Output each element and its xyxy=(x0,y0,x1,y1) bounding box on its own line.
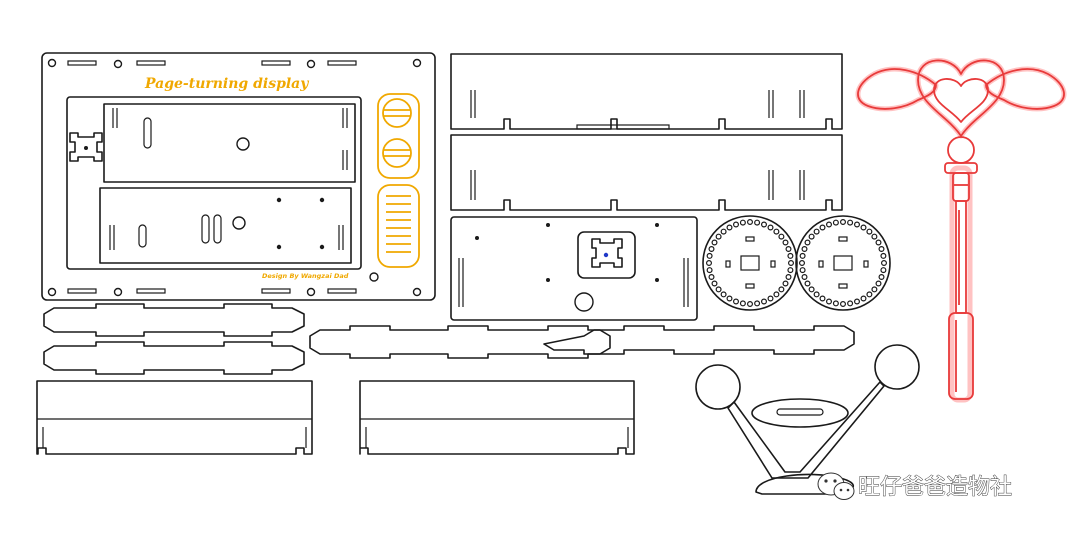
gear-tooth-hole xyxy=(839,219,846,226)
gear-tooth-hole xyxy=(715,233,722,240)
gear-tooth-hole xyxy=(720,228,727,235)
gear-tooth-hole xyxy=(760,298,767,305)
gear-tooth-hole xyxy=(726,295,733,302)
gear-tooth-hole xyxy=(880,267,887,274)
board-title: Page-turning display xyxy=(144,76,309,92)
gear-tooth-hole xyxy=(767,295,774,302)
gear-tooth-hole xyxy=(832,300,839,307)
gear-disc-right xyxy=(795,215,891,311)
gear-tooth-hole xyxy=(732,298,739,305)
main-display-board: Page-turning display xyxy=(41,52,436,301)
bottom-tray-right xyxy=(359,380,635,455)
gear-tooth-hole xyxy=(799,267,806,274)
gear-tooth-hole xyxy=(808,286,815,293)
gear-tooth-hole xyxy=(847,300,854,307)
display-stand xyxy=(695,344,920,495)
gear-tooth-hole xyxy=(871,286,878,293)
gear-tooth-hole xyxy=(801,246,808,253)
interlock-strip-2 xyxy=(43,341,305,375)
gear-tooth-hole xyxy=(825,298,832,305)
gear-tooth-hole xyxy=(853,298,860,305)
gear-tooth-hole xyxy=(819,224,826,231)
rear-panel xyxy=(450,216,698,321)
gear-tooth-hole xyxy=(875,280,882,287)
gear-disc-left xyxy=(702,215,798,311)
gear-tooth-hole xyxy=(860,224,867,231)
gear-tooth-hole xyxy=(785,246,792,253)
gear-tooth-hole xyxy=(878,274,885,281)
gear-tooth-hole xyxy=(760,221,767,228)
gear-tooth-hole xyxy=(754,219,761,226)
gear-tooth-hole xyxy=(708,246,715,253)
gear-tooth-hole xyxy=(720,291,727,298)
gear-tooth-hole xyxy=(708,274,715,281)
gear-tooth-hole xyxy=(799,252,806,259)
gear-tooth-hole xyxy=(880,260,887,267)
gear-tooth-hole xyxy=(732,221,739,228)
gear-tooth-hole xyxy=(866,291,873,298)
gear-tooth-hole xyxy=(782,280,789,287)
gear-tooth-hole xyxy=(778,233,785,240)
gear-tooth-hole xyxy=(711,280,718,287)
wechat-icon xyxy=(817,472,855,500)
interlock-strip-4 xyxy=(543,325,855,355)
gear-tooth-hole xyxy=(801,274,808,281)
gear-tooth-hole xyxy=(839,301,846,308)
gear-tooth-hole xyxy=(878,246,885,253)
gear-tooth-hole xyxy=(813,291,820,298)
gear-tooth-hole xyxy=(773,291,780,298)
heart-wand xyxy=(855,57,1067,403)
gear-tooth-hole xyxy=(819,295,826,302)
gear-tooth-hole xyxy=(813,228,820,235)
gear-tooth-hole xyxy=(706,267,713,274)
gear-tooth-hole xyxy=(787,267,794,274)
bottom-tray-left xyxy=(36,380,313,455)
gear-tooth-hole xyxy=(715,286,722,293)
gear-tooth-hole xyxy=(746,301,753,308)
gear-tooth-hole xyxy=(847,219,854,226)
gear-tooth-hole xyxy=(804,239,811,246)
interlock-strip-1 xyxy=(43,303,305,337)
gear-tooth-hole xyxy=(787,252,794,259)
gear-tooth-hole xyxy=(726,224,733,231)
gear-tooth-hole xyxy=(711,239,718,246)
gear-tooth-hole xyxy=(787,260,794,267)
gear-tooth-hole xyxy=(875,239,882,246)
watermark: 旺仔爸爸造物社 xyxy=(817,472,1012,500)
gear-tooth-hole xyxy=(767,224,774,231)
gear-tooth-hole xyxy=(746,219,753,226)
gear-tooth-hole xyxy=(808,233,815,240)
watermark-text: 旺仔爸爸造物社 xyxy=(858,475,1012,500)
gear-tooth-hole xyxy=(798,260,805,267)
side-panel-top xyxy=(450,53,843,130)
interlock-strip-3 xyxy=(309,325,611,359)
gear-tooth-hole xyxy=(871,233,878,240)
gear-tooth-hole xyxy=(705,260,712,267)
gear-tooth-hole xyxy=(866,228,873,235)
designer-credit: Design By Wangzai Dad xyxy=(262,272,349,280)
gear-tooth-hole xyxy=(754,300,761,307)
gear-tooth-hole xyxy=(785,274,792,281)
gear-tooth-hole xyxy=(782,239,789,246)
gear-tooth-hole xyxy=(706,252,713,259)
gear-tooth-hole xyxy=(853,221,860,228)
gear-tooth-hole xyxy=(773,228,780,235)
gear-tooth-hole xyxy=(778,286,785,293)
gear-tooth-hole xyxy=(825,221,832,228)
gear-tooth-hole xyxy=(804,280,811,287)
gear-tooth-hole xyxy=(832,219,839,226)
gear-tooth-hole xyxy=(739,300,746,307)
gear-tooth-hole xyxy=(880,252,887,259)
gear-tooth-hole xyxy=(860,295,867,302)
side-panel-middle xyxy=(450,134,843,211)
gear-tooth-hole xyxy=(739,219,746,226)
